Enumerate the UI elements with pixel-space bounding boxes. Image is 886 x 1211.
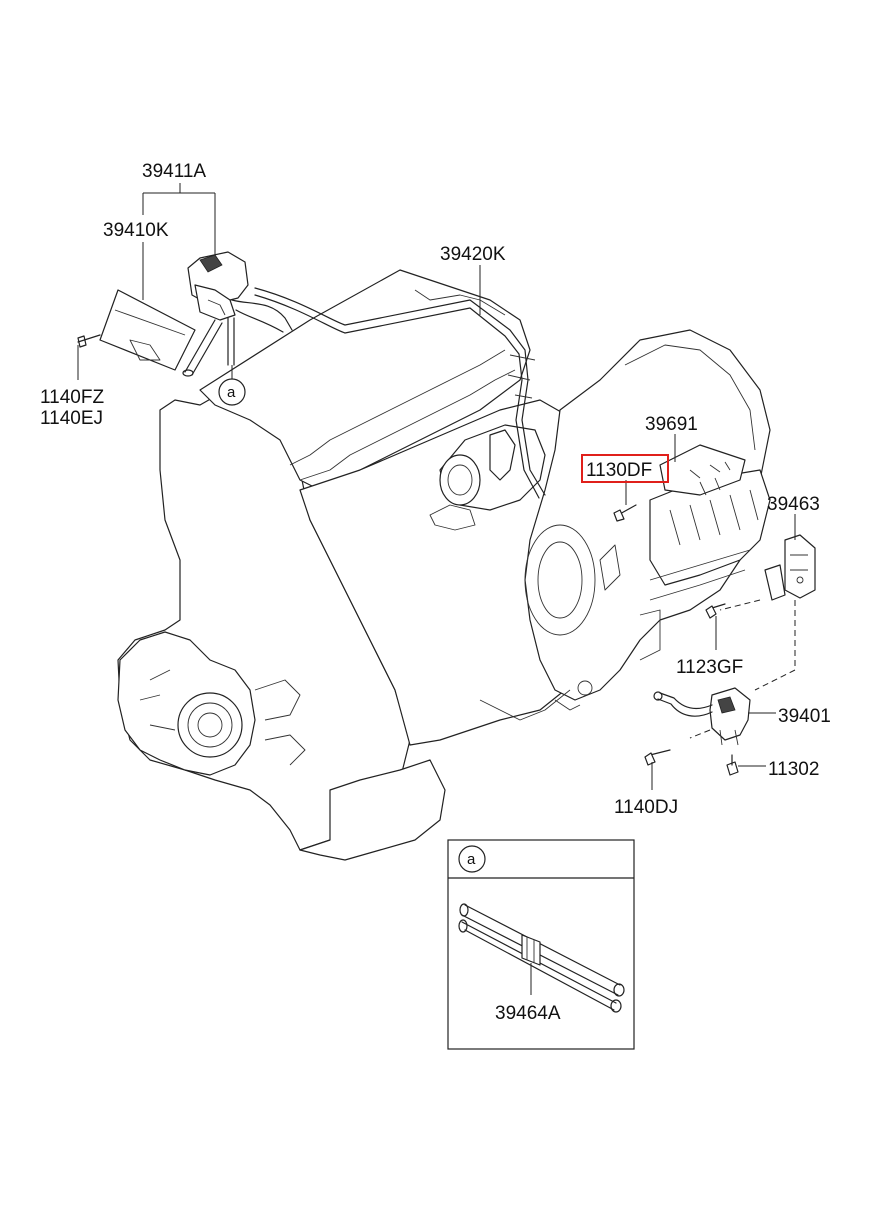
label-39463: 39463 [767, 494, 820, 515]
label-11302: 11302 [768, 759, 819, 780]
detail-box-a-label: a [467, 851, 476, 868]
leader-lines [142, 183, 796, 767]
label-1140DJ: 1140DJ [614, 797, 678, 818]
label-1140FZ: 1140FZ [40, 387, 104, 408]
reference-bubble-a-label: a [227, 384, 236, 401]
label-39691: 39691 [645, 414, 698, 435]
vacuum-valve-group [99, 251, 546, 499]
label-1130DF: 1130DF [586, 460, 652, 481]
label-1140EJ: 1140EJ [40, 408, 103, 429]
fasteners [77, 334, 816, 790]
highlight-box-1130DF [581, 454, 669, 483]
detail-box-a: a 39464A [447, 839, 635, 1050]
label-39410K: 39410K [103, 220, 169, 241]
label-1123GF: 1123GF [676, 657, 743, 678]
label-39464A: 39464A [495, 1003, 561, 1024]
engine-assembly [117, 269, 771, 861]
label-39420K: 39420K [440, 244, 506, 265]
label-39401: 39401 [778, 706, 831, 727]
reference-bubble-a: a [218, 378, 246, 406]
label-39411A: 39411A [142, 161, 206, 182]
